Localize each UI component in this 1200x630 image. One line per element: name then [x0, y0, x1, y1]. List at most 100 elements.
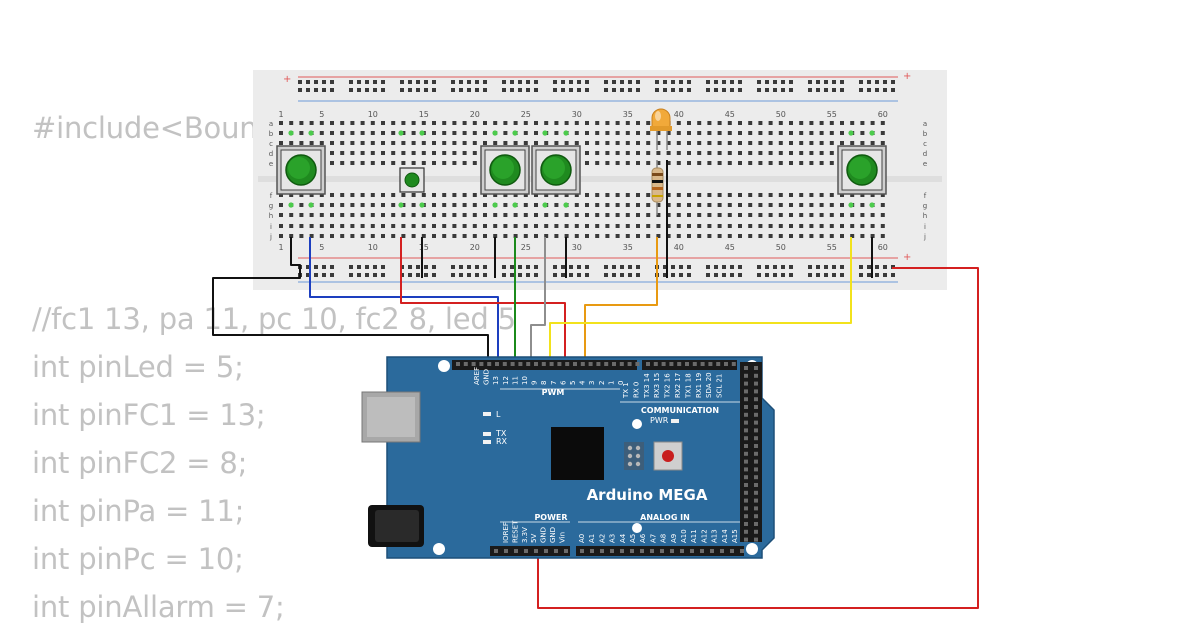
breadboard-hole	[778, 161, 783, 165]
rail-hole	[636, 88, 640, 92]
pushbutton-icon[interactable]	[531, 145, 581, 195]
pin-label: RX 0	[632, 382, 640, 398]
mounting-hole	[632, 523, 642, 533]
header-pin	[650, 549, 654, 553]
header-pin	[494, 549, 498, 553]
breadboard-hole	[636, 213, 640, 217]
breadboard-hole	[666, 151, 671, 155]
breadboard-hole	[870, 234, 875, 238]
breadboard-hole	[574, 193, 579, 197]
breadboard-hole	[595, 213, 600, 217]
breadboard-hole	[340, 161, 345, 165]
breadboard-hole	[829, 161, 834, 165]
rail-hole	[765, 80, 769, 84]
header-pin	[754, 490, 758, 495]
breadboard-hole	[809, 193, 814, 197]
rail-hole	[322, 265, 326, 269]
icsp-pin	[627, 445, 633, 451]
breadboard-hole	[840, 224, 844, 228]
header-pin	[754, 522, 758, 526]
header-pin	[700, 549, 704, 553]
rail-hole	[663, 273, 667, 277]
breadboard-hole	[697, 193, 702, 197]
breadboard-hole	[462, 121, 467, 125]
breadboard-hole	[636, 141, 640, 145]
pushbutton-icon[interactable]	[276, 145, 326, 195]
breadboard-hole	[544, 121, 549, 125]
pin-label: 13	[492, 376, 500, 385]
breadboard-hole	[462, 141, 467, 145]
breadboard-hole	[799, 121, 804, 125]
header-pin	[524, 549, 528, 553]
header-digital-side	[740, 362, 762, 542]
header-pin	[744, 522, 748, 526]
pin-contact	[512, 130, 518, 136]
breadboard-hole	[442, 234, 447, 238]
rail-hole	[577, 80, 581, 84]
row-letter: e	[269, 160, 273, 168]
breadboard-hole	[442, 213, 447, 217]
breadboard-hole	[809, 224, 814, 228]
rail-hole	[432, 88, 436, 92]
pushbutton-icon[interactable]	[837, 145, 887, 195]
rail-hole	[561, 273, 565, 277]
breadboard-hole	[483, 234, 487, 238]
breadboard-hole	[381, 234, 385, 238]
header-pin	[754, 412, 758, 417]
rail-hole	[475, 80, 479, 84]
icsp-header	[624, 442, 644, 470]
header-pin	[612, 362, 616, 366]
breadboard-hole	[554, 203, 559, 207]
rail-hole	[349, 265, 353, 269]
header-pin	[504, 549, 508, 553]
header-pin	[754, 420, 758, 425]
rail-hole	[365, 265, 369, 269]
breadboard-hole	[717, 141, 722, 145]
breadboard-hole	[523, 224, 528, 228]
rail-hole	[306, 88, 310, 92]
breadboard-hole	[727, 151, 732, 155]
breadboard-hole	[666, 161, 671, 165]
breadboard-hole	[595, 203, 600, 207]
header-pin	[514, 549, 518, 553]
breadboard-hole	[360, 234, 365, 238]
breadboard-hole	[319, 193, 324, 197]
rail-hole	[789, 88, 793, 92]
breadboard-hole	[442, 193, 447, 197]
pushbutton-small-icon[interactable]	[399, 167, 425, 193]
rail-hole	[832, 88, 836, 92]
breadboard-hole	[330, 213, 334, 217]
pin-contact	[288, 130, 294, 136]
rail-hole	[534, 265, 538, 269]
rail-hole	[808, 265, 812, 269]
header-pin	[731, 362, 736, 366]
breadboard-hole	[421, 151, 426, 155]
breadboard-hole	[646, 203, 651, 207]
header-pin	[754, 397, 758, 402]
rail-hole	[416, 273, 420, 277]
breadboard-hole	[870, 224, 875, 228]
rail-hole	[561, 265, 565, 269]
breadboard-hole	[330, 234, 334, 238]
breadboard-hole	[340, 141, 345, 145]
breadboard-hole	[778, 193, 783, 197]
rail-hole	[585, 80, 589, 84]
column-number: 10	[368, 243, 378, 252]
breadboard-hole	[574, 131, 579, 135]
breadboard-hole	[279, 141, 283, 145]
breadboard-hole	[840, 131, 844, 135]
breadboard-hole	[595, 121, 600, 125]
breadboard-hole	[462, 203, 467, 207]
breadboard-hole	[289, 193, 294, 197]
pushbutton-icon[interactable]	[480, 145, 530, 195]
row-letter: c	[269, 140, 273, 148]
reset-button-icon[interactable]	[653, 441, 683, 471]
breadboard-hole	[421, 161, 426, 165]
column-number: 30	[572, 243, 582, 252]
rail-hole	[875, 265, 879, 269]
breadboard-hole	[727, 203, 732, 207]
pin-label: 4	[579, 380, 587, 385]
breadboard-hole	[411, 213, 416, 217]
rail-hole	[467, 88, 471, 92]
